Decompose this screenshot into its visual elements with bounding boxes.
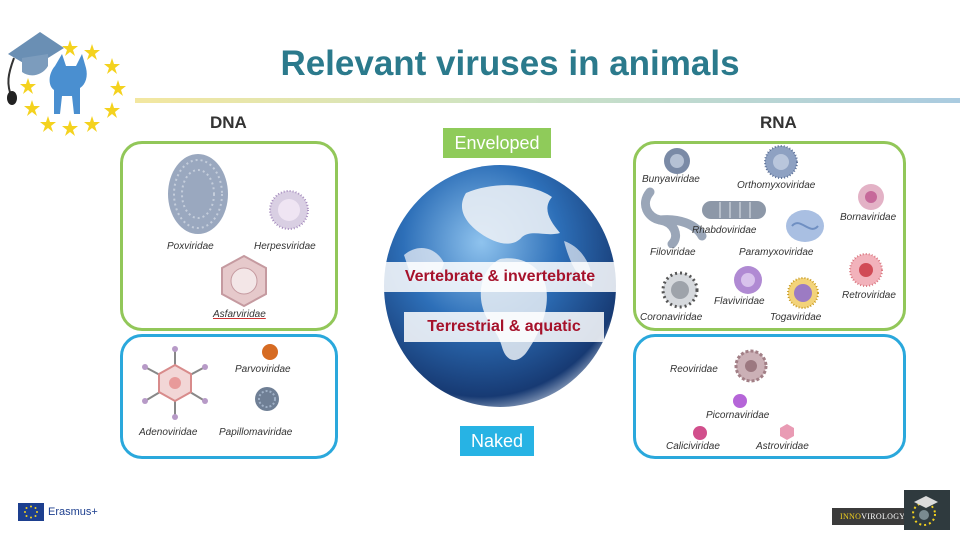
- innovirology-logo: INNOVIROLOGY: [832, 490, 950, 530]
- retrovirus-icon: [849, 253, 883, 287]
- habitat-band-2: Terrestrial & aquatic: [404, 312, 604, 342]
- slide-title: Relevant viruses in animals: [280, 44, 740, 83]
- erasmus-logo: Erasmus+: [18, 503, 128, 523]
- bunyavirus-icon: [664, 148, 690, 174]
- orthomyxovirus-icon: [764, 145, 798, 179]
- astrovirus-icon: [780, 424, 794, 440]
- bornavirus-icon: [858, 184, 884, 210]
- asfarvirus-icon: [221, 254, 267, 308]
- coronavirus-icon: [661, 271, 699, 309]
- star-ring-icon: [20, 40, 126, 136]
- filovirus-icon: [641, 187, 707, 248]
- naked-tag: Naked: [460, 426, 534, 456]
- rna-env-label-6: Paramyxoviridae: [739, 247, 814, 258]
- papillomavirus-icon: [255, 387, 279, 411]
- rna-naked-label-4: Astroviridae: [756, 441, 809, 452]
- dna-env-label-2: Herpesviridae: [254, 241, 316, 252]
- dna-header: DNA: [210, 113, 247, 132]
- title-divider: [135, 98, 960, 103]
- innovirology-badge-icon: [904, 490, 950, 530]
- course-logo: [0, 18, 135, 138]
- picornavirus-icon: [733, 394, 747, 408]
- innov-suffix: VIROLOGY: [861, 512, 906, 521]
- dna-naked-label-2: Adenoviridae: [139, 427, 198, 438]
- rna-header: RNA: [760, 113, 797, 132]
- poxvirus-icon: [168, 154, 228, 234]
- parvovirus-icon: [262, 344, 278, 360]
- rna-env-label-2: Orthomyxoviridae: [737, 180, 816, 191]
- flavivirus-icon: [734, 266, 762, 294]
- rna-env-label-1: Bunyaviridae: [642, 174, 700, 185]
- rna-env-label-8: Coronaviridae: [640, 312, 703, 323]
- rna-naked-label-1: Reoviridae: [670, 364, 718, 375]
- reovirus-icon: [734, 349, 768, 383]
- rna-env-label-3: Bornaviridae: [840, 212, 897, 223]
- rna-naked-label-2: Picornaviridae: [706, 410, 770, 421]
- enveloped-tag: Enveloped: [443, 128, 551, 158]
- habitat-band-1: Vertebrate & invertebrate: [384, 262, 616, 292]
- innov-prefix: INNO: [840, 512, 862, 521]
- rna-env-label-10: Togaviridae: [770, 312, 822, 323]
- dna-naked-label-1: Parvoviridae: [235, 364, 291, 375]
- dna-enveloped-box: Poxviridae Herpesviridae Asfarviridae: [120, 141, 338, 331]
- rhabdovirus-icon: [702, 201, 766, 219]
- dna-env-label-1: Poxviridae: [167, 241, 214, 252]
- rna-naked-label-3: Caliciviridae: [666, 441, 720, 452]
- paramyxovirus-icon: [786, 210, 824, 242]
- calicivirus-icon: [693, 426, 707, 440]
- togavirus-icon: [787, 277, 819, 309]
- rna-env-label-4: Filoviridae: [650, 247, 696, 258]
- dog-icon: [49, 54, 87, 114]
- rna-env-label-7: Retroviridae: [842, 290, 896, 301]
- rna-env-label-5: Rhabdoviridae: [692, 225, 757, 236]
- rna-enveloped-box: Bunyaviridae Orthomyxoviridae Bornavirid…: [633, 141, 906, 331]
- dna-naked-box: Adenoviridae Parvoviridae Papillomavirid…: [120, 334, 338, 459]
- dna-naked-label-3: Papillomaviridae: [219, 427, 293, 438]
- adenovirus-icon: [142, 346, 208, 420]
- eu-flag-icon: [18, 503, 44, 521]
- rna-naked-box: Reoviridae Picornaviridae Caliciviridae …: [633, 334, 906, 459]
- erasmus-label: Erasmus+: [48, 506, 98, 518]
- herpesvirus-icon: [269, 190, 309, 230]
- dna-env-label-3: Asfarviridae: [213, 309, 266, 320]
- rna-env-label-9: Flaviviridae: [714, 296, 765, 307]
